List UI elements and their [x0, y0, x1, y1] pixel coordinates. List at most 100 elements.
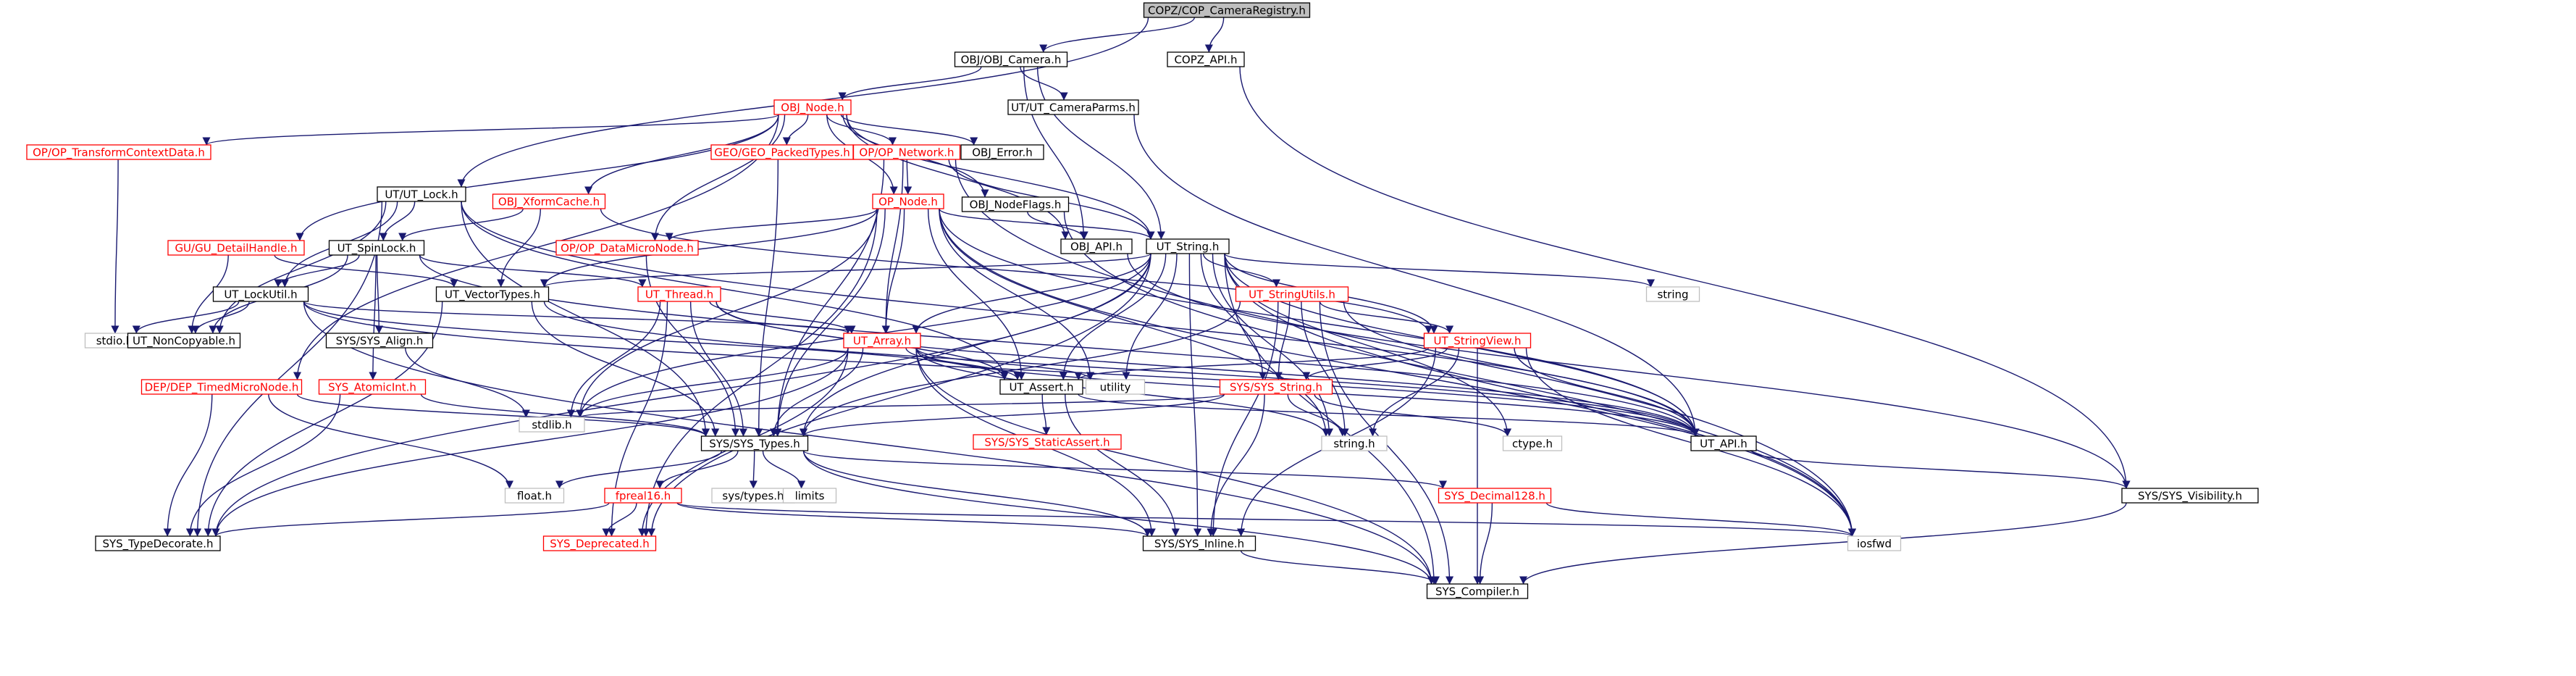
node-box: [1690, 435, 1757, 451]
node-label: OP/OP_DataMicroNode.h: [561, 242, 694, 256]
node-systypes[interactable]: sys/types.h: [711, 488, 795, 504]
node-ut_noncopyable[interactable]: UT_NonCopyable.h: [127, 333, 241, 349]
edge-ut_array-to-ut_assert: [905, 347, 1022, 380]
node-iosfwd[interactable]: iosfwd: [1847, 535, 1902, 551]
node-obj_error[interactable]: OBJ_Error.h: [960, 144, 1044, 160]
node-label: UT_StringUtils.h: [1249, 288, 1335, 302]
node-ut_api[interactable]: UT_API.h: [1690, 435, 1757, 451]
node-sys_align[interactable]: SYS/SYS_Align.h: [325, 333, 434, 349]
node-box: [328, 240, 425, 256]
edge-sys_types-to-limits: [762, 450, 806, 489]
node-box: [1426, 583, 1529, 599]
node-box: [1142, 535, 1256, 551]
node-ut_lock[interactable]: UT/UT_Lock.h: [377, 186, 466, 202]
node-box: [1060, 238, 1133, 254]
node-sys_inline[interactable]: SYS/SYS_Inline.h: [1142, 535, 1256, 551]
node-sys_visibility[interactable]: SYS/SYS_Visibility.h: [2121, 488, 2259, 504]
node-sys_atomicint[interactable]: SYS_AtomicInt.h: [318, 379, 427, 395]
node-label: stdio.h: [96, 335, 133, 348]
node-copz_registry[interactable]: COPZ/COP_CameraRegistry.h: [1143, 2, 1311, 18]
edge-ut_lockutil-to-ut_array: [303, 301, 852, 334]
node-label: limits: [795, 490, 825, 503]
node-op_transform[interactable]: OP/OP_TransformContextData.h: [26, 144, 211, 160]
node-box: [700, 435, 809, 451]
edge-obj_xform-to-ut_spinlock: [398, 208, 524, 241]
edge-op_network-to-iosfwd: [955, 159, 1857, 537]
edge-ut_string-to-ut_vectortypes: [540, 253, 1151, 288]
edge-dep_timed-to-sys_typedecorate: [163, 393, 213, 537]
node-ut_array[interactable]: UT_Array.h: [843, 333, 921, 349]
node-ut_string[interactable]: UT_String.h: [1146, 238, 1230, 254]
node-sys_compiler[interactable]: SYS_Compiler.h: [1426, 583, 1529, 599]
node-ut_lockutil[interactable]: UT_LockUtil.h: [212, 286, 309, 302]
node-sys_deprecated[interactable]: SYS_Deprecated.h: [542, 535, 657, 551]
node-fpreal16[interactable]: fpreal16.h: [604, 488, 682, 504]
edge-ut_string-to-iosfwd: [1224, 253, 1857, 537]
node-sys_typedecorate[interactable]: SYS_TypeDecorate.h: [95, 535, 221, 551]
node-ut_cameraparms[interactable]: UT/UT_CameraParms.h: [1007, 99, 1139, 115]
edge-sys_atomicint-to-sys_types: [420, 393, 710, 437]
node-limits[interactable]: limits: [782, 488, 837, 504]
node-float[interactable]: float.h: [504, 488, 565, 504]
node-copz_api[interactable]: COPZ_API.h: [1167, 51, 1245, 67]
node-box: [325, 333, 434, 349]
node-string_h[interactable]: string.h: [1321, 435, 1388, 451]
node-sys_staticassert[interactable]: SYS/SYS_StaticAssert.h: [973, 434, 1122, 450]
edge-sys_string-to-stdlib: [576, 393, 1225, 418]
node-box: [1847, 535, 1902, 551]
node-label: SYS/SYS_Visibility.h: [2138, 490, 2242, 504]
node-op_datamicro[interactable]: OP/OP_DataMicroNode.h: [555, 240, 699, 256]
edge-op_node-to-ut_vectortypes: [540, 208, 878, 288]
node-obj_node[interactable]: OBJ_Node.h: [773, 99, 852, 115]
node-label: UT_API.h: [1700, 438, 1748, 451]
node-box: [542, 535, 657, 551]
node-ut_vectortypes[interactable]: UT_VectorTypes.h: [435, 286, 550, 302]
node-box: [1007, 99, 1139, 115]
node-sys_string[interactable]: SYS/SYS_String.h: [1219, 379, 1333, 395]
edge-ut_cameraparms-to-ut_api: [1133, 114, 1700, 437]
node-ut_thread[interactable]: UT_Thread.h: [637, 286, 721, 302]
node-label: DEP/DEP_TimedMicroNode.h: [145, 381, 299, 395]
node-layer: COPZ/COP_CameraRegistry.hOBJ/OBJ_Camera.…: [26, 2, 2259, 599]
node-op_network[interactable]: OP/OP_Network.h: [852, 144, 961, 160]
node-obj_api[interactable]: OBJ_API.h: [1060, 238, 1133, 254]
node-gu_detail[interactable]: GU/GU_DetailHandle.h: [167, 240, 305, 256]
node-box: [973, 434, 1122, 450]
node-label: sys/types.h: [722, 490, 784, 503]
edge-sys_decimal-to-iosfwd: [1545, 502, 1856, 537]
node-label: SYS_Compiler.h: [1435, 585, 1519, 599]
node-label: SYS_AtomicInt.h: [328, 381, 416, 395]
node-label: OP/OP_Network.h: [859, 146, 954, 160]
node-obj_xform[interactable]: OBJ_XformCache.h: [492, 193, 606, 209]
edge-ut_stringutils-to-sys_types: [799, 301, 1241, 437]
edge-ut_thread-to-ut_api: [716, 301, 1700, 437]
node-obj_camera[interactable]: OBJ/OBJ_Camera.h: [954, 51, 1068, 67]
node-ut_stringutils[interactable]: UT_StringUtils.h: [1235, 286, 1349, 302]
node-box: [961, 196, 1070, 212]
node-box: [1146, 238, 1230, 254]
node-label: SYS/SYS_Inline.h: [1154, 538, 1244, 551]
edge-obj_node-to-op_network: [826, 114, 897, 146]
node-obj_nodeflags[interactable]: OBJ_NodeFlags.h: [961, 196, 1070, 212]
node-ut_spinlock[interactable]: UT_SpinLock.h: [328, 240, 425, 256]
edge-ut_lock-to-ut_noncopyable: [215, 201, 387, 334]
edge-ut_stringutils-to-ut_stringview: [1319, 301, 1454, 334]
node-sys_types[interactable]: SYS/SYS_Types.h: [700, 435, 809, 451]
edge-ut_stringview-to-ut_api: [1514, 347, 1700, 437]
node-utility[interactable]: utility: [1085, 379, 1146, 395]
node-op_node[interactable]: OP_Node.h: [872, 193, 944, 209]
edge-sys_string-to-sys_types: [800, 393, 1225, 437]
edge-obj_xform-to-ut_stringview: [600, 208, 1432, 334]
node-stdlib[interactable]: stdlib.h: [519, 417, 585, 433]
node-string[interactable]: string: [1645, 286, 1700, 302]
node-dep_timed[interactable]: DEP/DEP_TimedMicroNode.h: [140, 379, 303, 395]
node-sys_decimal[interactable]: SYS_Decimal128.h: [1438, 488, 1552, 504]
edge-ut_stringview-to-iosfwd: [1525, 347, 1857, 537]
node-ut_assert[interactable]: UT_Assert.h: [999, 379, 1083, 395]
node-ut_stringview[interactable]: UT_StringView.h: [1423, 333, 1532, 349]
node-box: [26, 144, 211, 160]
edge-ut_lockutil-to-sys_compiler: [303, 301, 1436, 585]
node-ctype[interactable]: ctype.h: [1502, 435, 1563, 451]
node-label: OBJ_API.h: [1070, 241, 1123, 254]
node-geo_packed[interactable]: GEO/GEO_PackedTypes.h: [710, 144, 854, 160]
